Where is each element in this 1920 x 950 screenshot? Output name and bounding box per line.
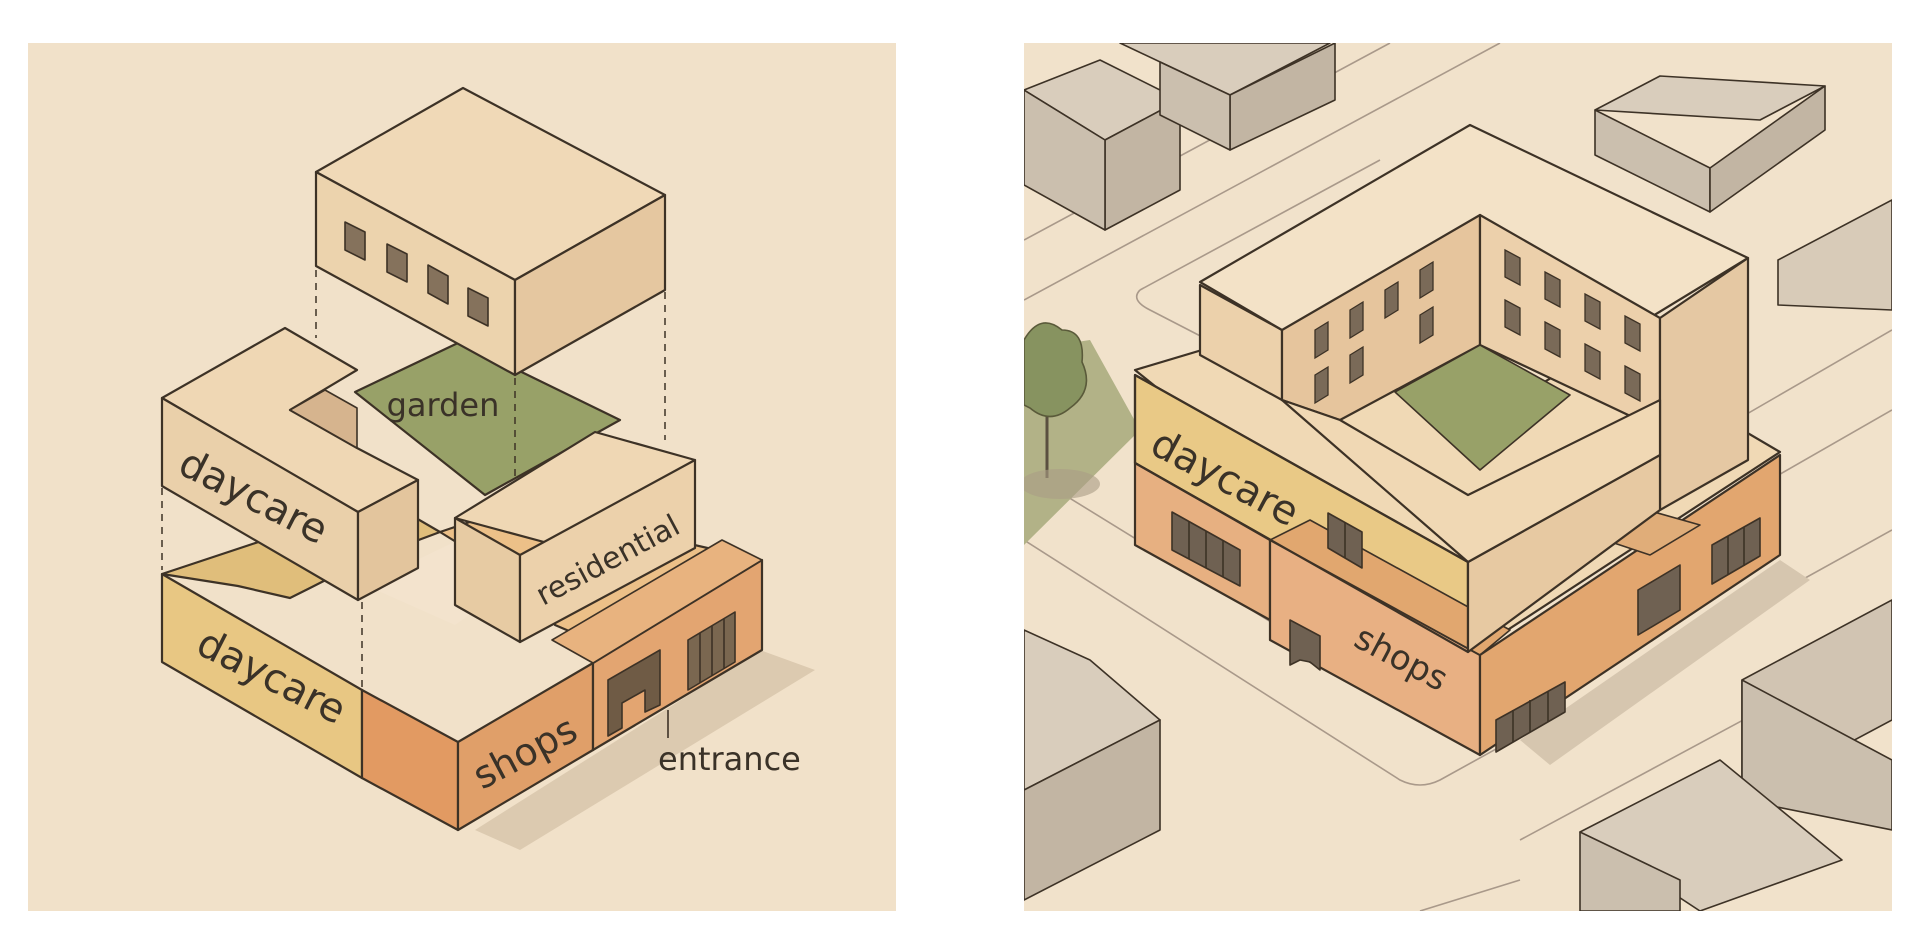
dashed-alignment-lines [161, 270, 666, 688]
neighbor-block-s [1579, 759, 1843, 911]
entrance-block-top [551, 539, 763, 664]
aerial-shop-entrance [1289, 619, 1321, 671]
neighbor-block-sw [1024, 629, 1161, 901]
aerial-shop-entrance-2 [1637, 564, 1681, 636]
top-block-side [513, 193, 667, 377]
aerial-front-top-strip [1280, 398, 1662, 564]
neighbor-block-ne [1594, 75, 1826, 213]
top-block-window-3 [427, 264, 449, 305]
neighbor-block-se [1741, 599, 1892, 831]
neighbor-block-nw [1024, 59, 1181, 231]
residential-side [518, 458, 697, 644]
building-shadow [475, 650, 815, 850]
aerial-shops-top [1269, 519, 1511, 656]
main-building-shadow [1520, 560, 1810, 765]
neighbor-block-e [1777, 199, 1892, 311]
aerial-view-panel: daycare shops [1024, 43, 1892, 911]
upper-daycare-notch [289, 389, 358, 449]
top-block-window-4 [467, 287, 489, 327]
neighbor-block-n [1119, 43, 1336, 151]
aerial-inner-windows [1314, 248, 1641, 405]
upper-daycare-side [356, 478, 420, 602]
label-garden: garden [387, 386, 500, 424]
exploded-diagram-panel: garden daycare residential daycare shops… [28, 43, 896, 911]
top-block-window-2 [386, 243, 408, 283]
tree [1024, 322, 1100, 499]
aerial-courtyard-floor [1394, 344, 1571, 471]
top-block-window-1 [344, 221, 366, 261]
entrance-opening [607, 649, 661, 737]
label-entrance: entrance [658, 740, 801, 778]
